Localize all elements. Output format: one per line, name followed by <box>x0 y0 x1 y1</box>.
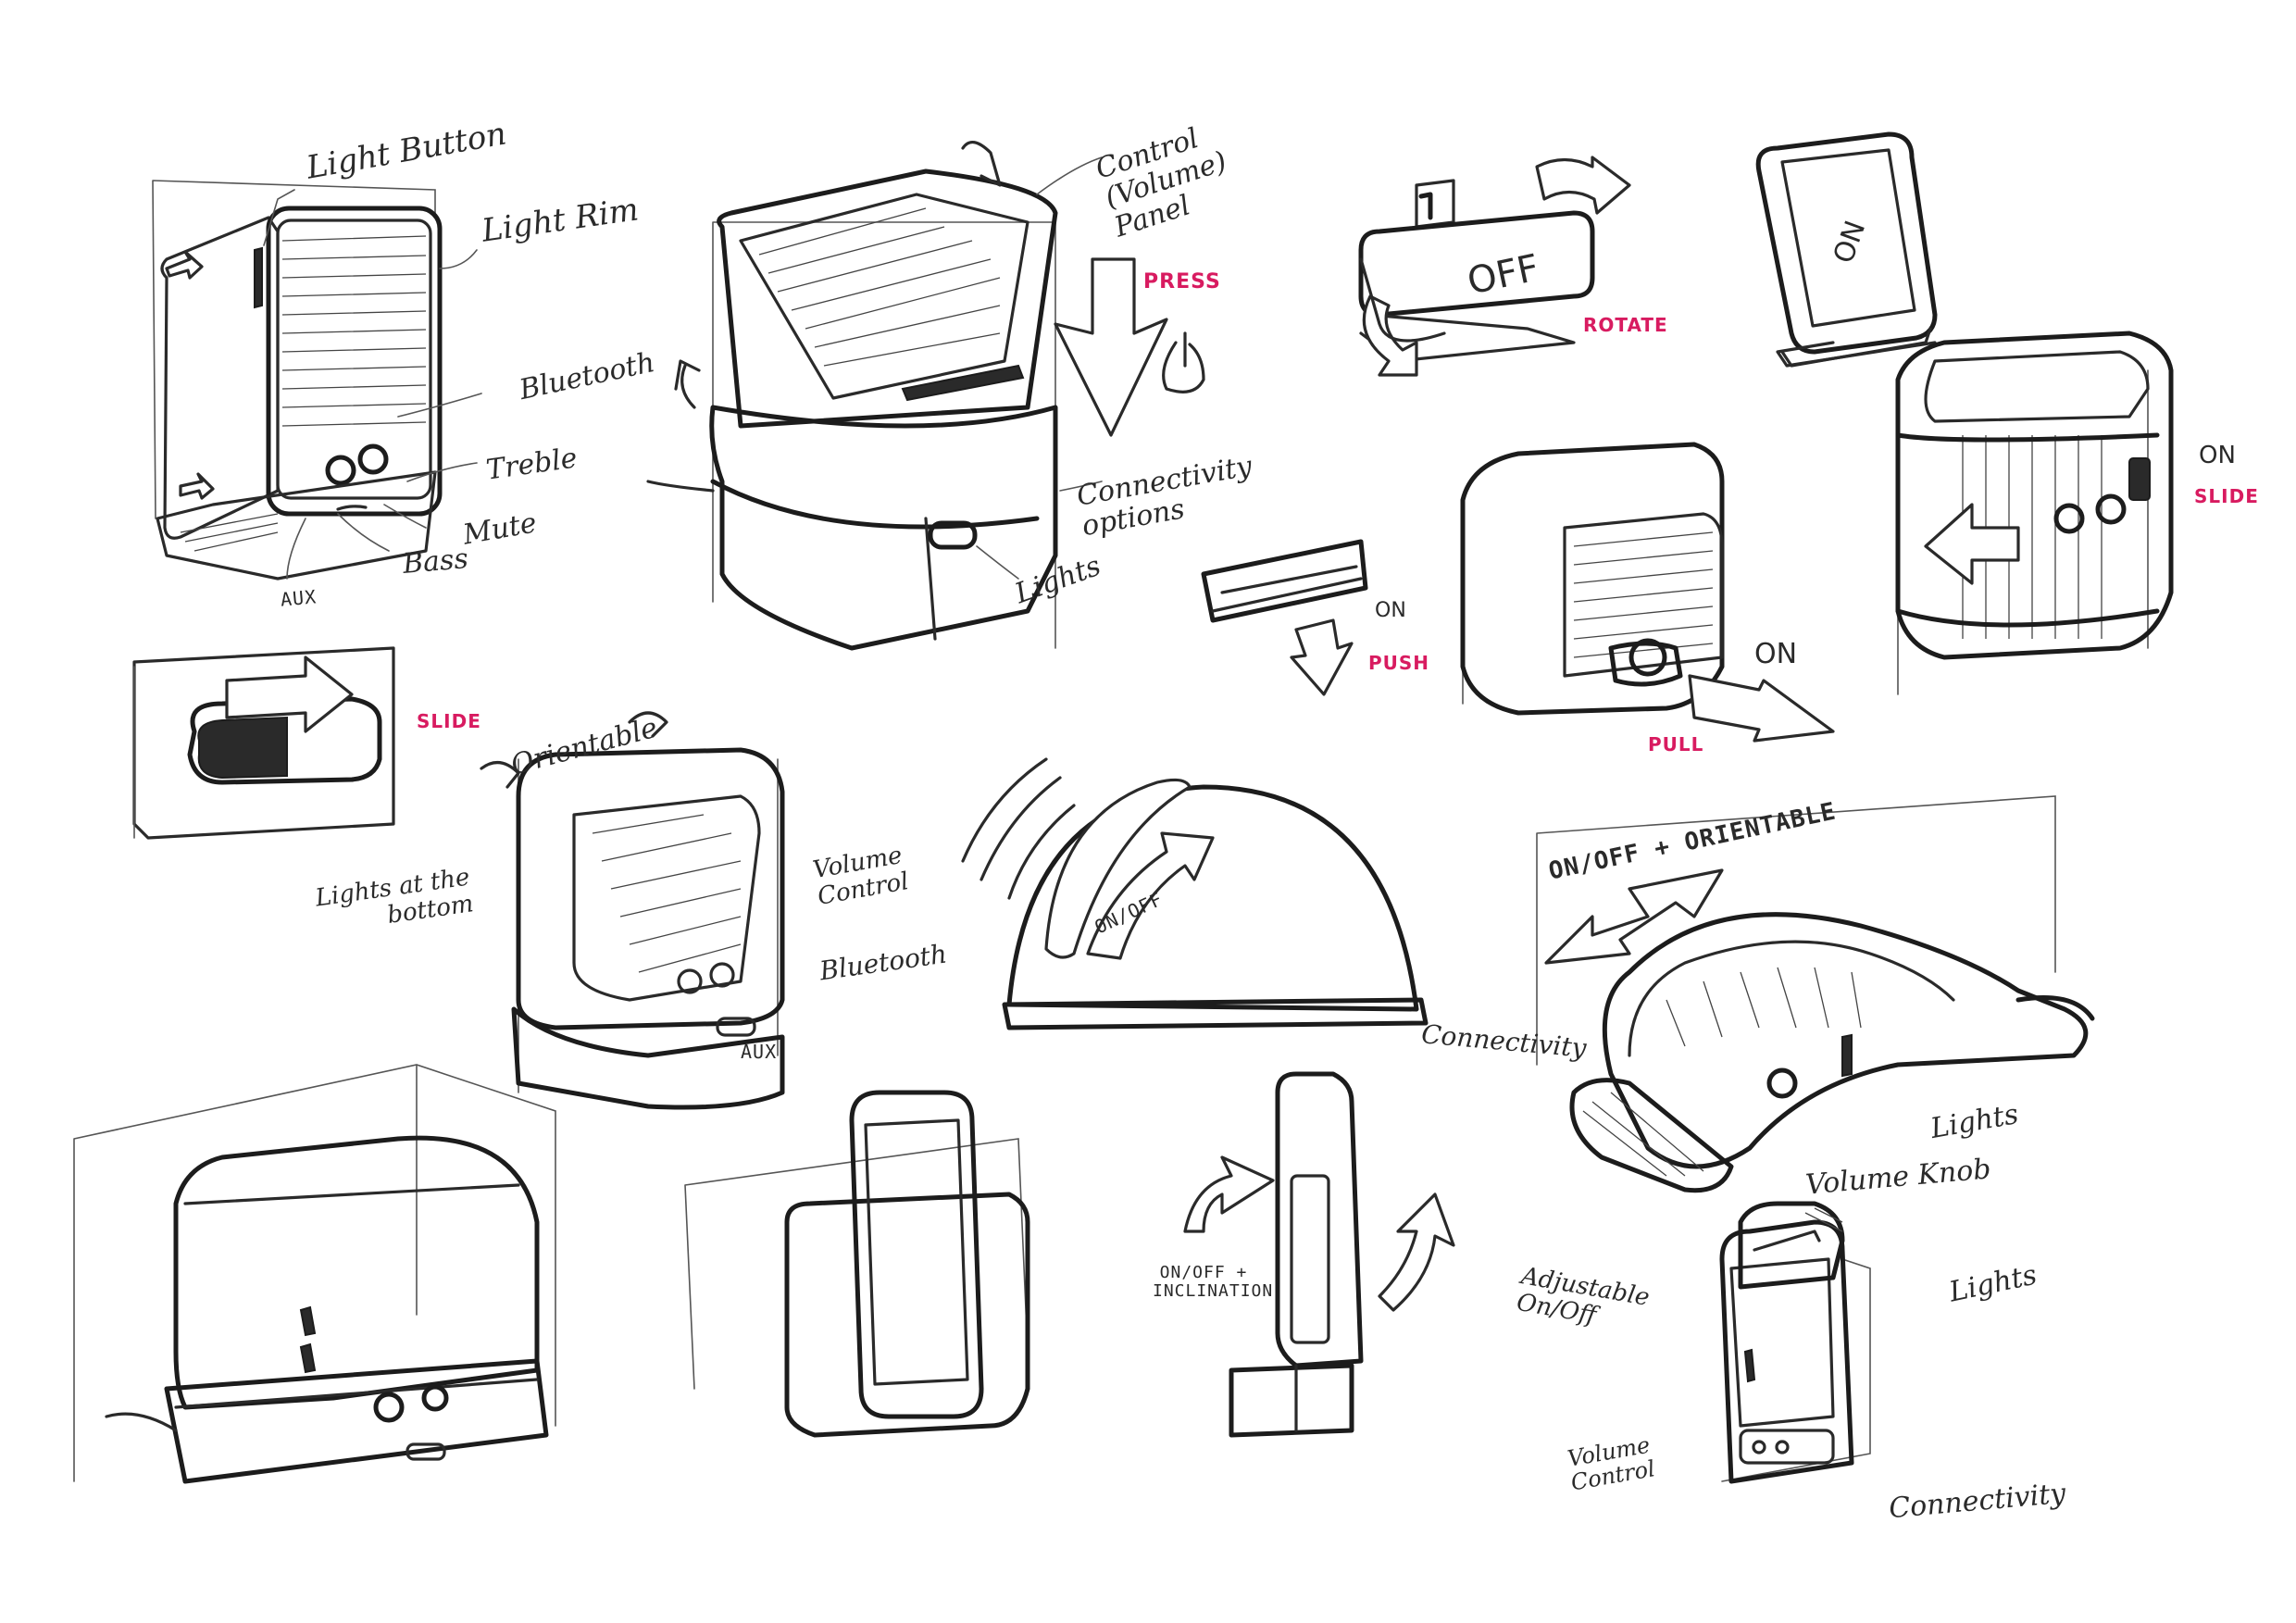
label-aux: AUX <box>280 585 318 611</box>
label-on-side: ON <box>2199 442 2236 469</box>
tall-on-speaker-sketch <box>1755 131 1938 368</box>
dome-speaker-sketch <box>73 1064 556 1484</box>
orientable-speaker-sketch <box>480 711 785 1110</box>
push-button-sketch <box>1201 539 1368 696</box>
label-push: PUSH <box>1368 652 1430 674</box>
label-pull: PULL <box>1648 733 1704 755</box>
label-on-pull: ON <box>1754 638 1798 670</box>
dome-switch-sketch <box>961 757 1429 1030</box>
label-rotate: ROTATE <box>1583 314 1668 336</box>
pull-knob-speaker-sketch <box>1460 442 1835 743</box>
dock-speaker-sketch <box>684 1090 1030 1438</box>
label-slide-right: SLIDE <box>2194 485 2259 507</box>
rotate-switch-sketch <box>1358 156 1631 377</box>
tilted-box-speaker-sketch <box>646 141 1205 651</box>
label-aux-2: AUX <box>741 1041 778 1063</box>
adjustable-speaker-sketch <box>1719 1201 1871 1484</box>
label-slide-left: SLIDE <box>417 710 481 732</box>
inclination-switch-sketch <box>1183 1071 1455 1438</box>
slide-switch-sketch <box>132 646 395 840</box>
barrel-slide-speaker-sketch <box>1895 331 2174 695</box>
label-bass: Bass <box>401 542 470 581</box>
curved-orientable-speaker-sketch <box>1536 795 2095 1193</box>
label-press: PRESS <box>1143 270 1221 293</box>
label-on-push: ON <box>1375 599 1406 622</box>
label-on-off-inclination: ON/OFF + INCLINATION <box>1153 1263 1274 1301</box>
speaker-light-rim-sketch <box>152 180 482 581</box>
